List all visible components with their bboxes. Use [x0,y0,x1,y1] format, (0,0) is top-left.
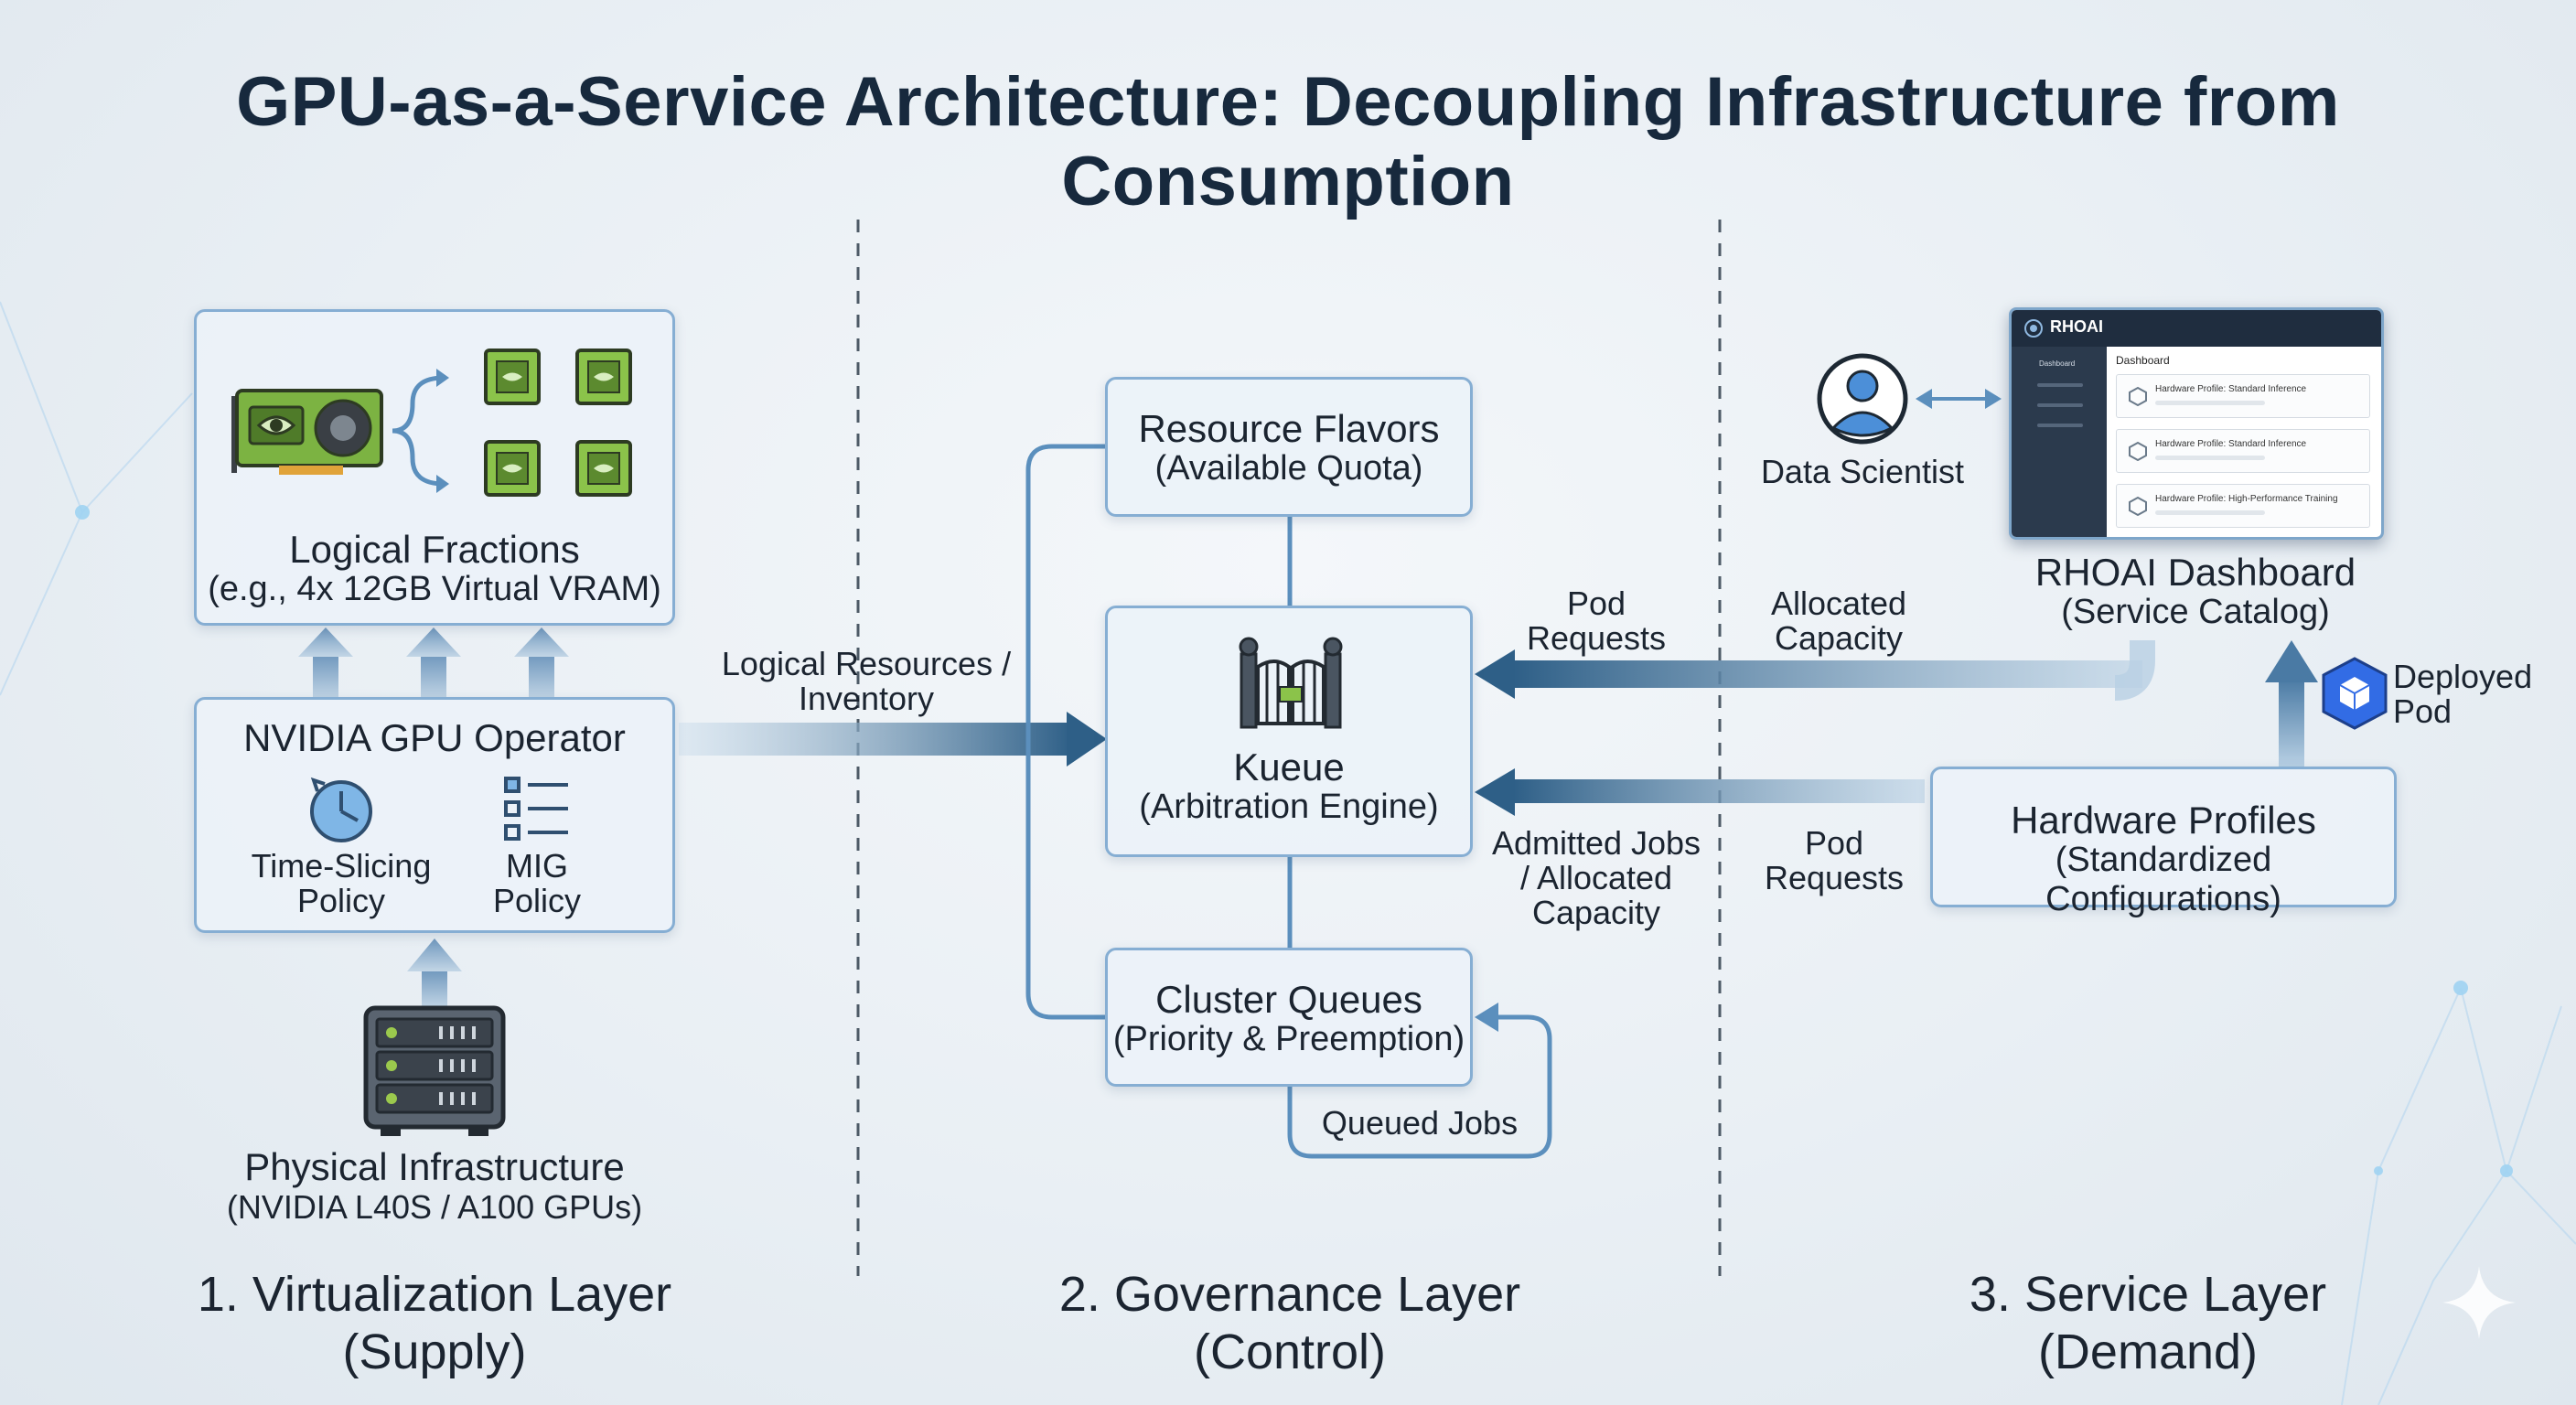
layer-caption-governance: 2. Governance Layer (Control) [1015,1266,1564,1380]
dashboard-brand: RHOAI [2050,317,2103,336]
dashboard-topbar [2012,310,2381,347]
deployed-pod-label-line2: Pod [2393,692,2453,730]
dashboard-sidebar [2012,347,2107,537]
gpu-chip-icon [484,440,541,497]
data-scientist-label: Data Scientist [1760,453,1965,490]
list-icon [504,777,568,841]
layer-subtitle: (Supply) [342,1324,527,1379]
layer-title: 1. Virtualization Layer [197,1267,672,1322]
gpu-operator-box: NVIDIA GPU Operator Time-Slicing Policy … [194,697,675,933]
cluster-queues-subtitle: (Priority & Preemption) [1112,1020,1465,1058]
allocated-capacity-line2: Capacity [1774,619,1904,657]
hardware-profiles-box: Hardware Profiles (Standardized Configur… [1930,767,2397,918]
cube-icon [2129,441,2147,461]
logical-fractions-title: Logical Fractions [289,528,580,571]
resource-flavors-subtitle: (Available Quota) [1154,449,1423,488]
pod-requests-bottom-line1: Pod [1804,824,1864,862]
layer-title: 3. Service Layer [1969,1267,2327,1322]
rhoai-dashboard-screenshot: RHOAI Dashboard Dashboard Hardware Profi… [2009,307,2384,540]
logical-fractions-subtitle: (e.g., 4x 12GB Virtual VRAM) [208,570,661,608]
deployed-pod-label-line1: Deployed [2393,658,2533,695]
hardware-profile-card[interactable]: Hardware Profile: Standard Inference [2116,374,2370,418]
cube-icon [2129,386,2147,406]
hardware-profile-card[interactable]: Hardware Profile: High-Performance Train… [2116,484,2370,528]
user-avatar-icon [1817,353,1908,445]
layer-title: 2. Governance Layer [1058,1267,1521,1322]
logical-fractions-box: Logical Fractions (e.g., 4x 12GB Virtual… [194,309,675,626]
cluster-queues-box: Cluster Queues (Priority & Preemption) [1105,948,1473,1087]
layer-subtitle: (Control) [1193,1324,1387,1379]
kubernetes-pod-icon [2322,657,2388,730]
hardware-profiles-subtitle: (Standardized Configurations) [2045,841,2281,918]
gpu-chip-icon [484,349,541,405]
resource-flavors-box: Resource Flavors (Available Quota) [1105,377,1473,517]
layer-caption-virtualization: 1. Virtualization Layer (Supply) [160,1266,709,1380]
gpu-chip-icon [575,349,632,405]
logical-resources-label-line1: Logical Resources / [721,645,1012,682]
gate-icon [1239,637,1343,729]
time-slicing-policy-line2: Policy [296,882,386,919]
layer-caption-service: 3. Service Layer (Demand) [1873,1266,2422,1380]
hardware-profiles-title: Hardware Profiles [2011,799,2316,842]
dashboard-sidebar-item[interactable]: Dashboard [2039,359,2076,368]
rhoai-logo-icon [2024,319,2043,338]
rhoai-dashboard-title: RHOAI Dashboard [2034,551,2356,594]
dashboard-sidebar-line [2037,403,2083,407]
rhoai-dashboard-subtitle: (Service Catalog) [2061,593,2330,631]
logical-resources-label-line2: Inventory [798,680,935,717]
layer-subtitle: (Demand) [2037,1324,2259,1379]
admitted-jobs-line2: / Allocated [1519,859,1673,896]
server-rack-icon [363,1005,506,1136]
time-slicing-policy-line1: Time-Slicing [251,847,432,885]
hardware-profile-card-label: Hardware Profile: Standard Inference [2155,384,2307,394]
page-title: GPU-as-a-Service Architecture: Decouplin… [236,63,2340,220]
physical-infrastructure-title: Physical Infrastructure [244,1145,625,1188]
dashboard-sidebar-line [2037,424,2083,427]
mig-policy-line2: Policy [492,882,582,919]
gpu-card-icon [231,389,383,475]
gpu-operator-title: NVIDIA GPU Operator [243,716,626,759]
admitted-jobs-line1: Admitted Jobs [1491,824,1701,862]
split-arrows-icon [392,369,449,493]
physical-infrastructure-subtitle: (NVIDIA L40S / A100 GPUs) [226,1188,643,1226]
queued-jobs-label: Queued Jobs [1321,1104,1519,1142]
gpu-chip-icon [575,440,632,497]
pod-requests-top-line1: Pod [1566,585,1626,622]
cluster-queues-title: Cluster Queues [1155,978,1422,1021]
hardware-profile-card-label: Hardware Profile: High-Performance Train… [2155,494,2338,504]
clock-icon [310,777,372,842]
kueue-box: Kueue (Arbitration Engine) [1105,606,1473,857]
cube-icon [2129,496,2147,516]
dashboard-sidebar-line [2037,383,2083,387]
admitted-jobs-line3: Capacity [1531,894,1661,931]
hardware-profile-card[interactable]: Hardware Profile: Standard Inference [2116,429,2370,473]
dashboard-heading: Dashboard [2116,354,2170,367]
mig-policy-line1: MIG [506,847,568,885]
hardware-profile-card-label: Hardware Profile: Standard Inference [2155,439,2307,449]
pod-requests-bottom-line2: Requests [1764,859,1905,896]
kueue-title: Kueue [1233,745,1345,788]
kueue-subtitle: (Arbitration Engine) [1139,788,1439,826]
resource-flavors-title: Resource Flavors [1138,407,1440,450]
allocated-capacity-line1: Allocated [1770,585,1907,622]
pod-requests-top-line2: Requests [1526,619,1667,657]
